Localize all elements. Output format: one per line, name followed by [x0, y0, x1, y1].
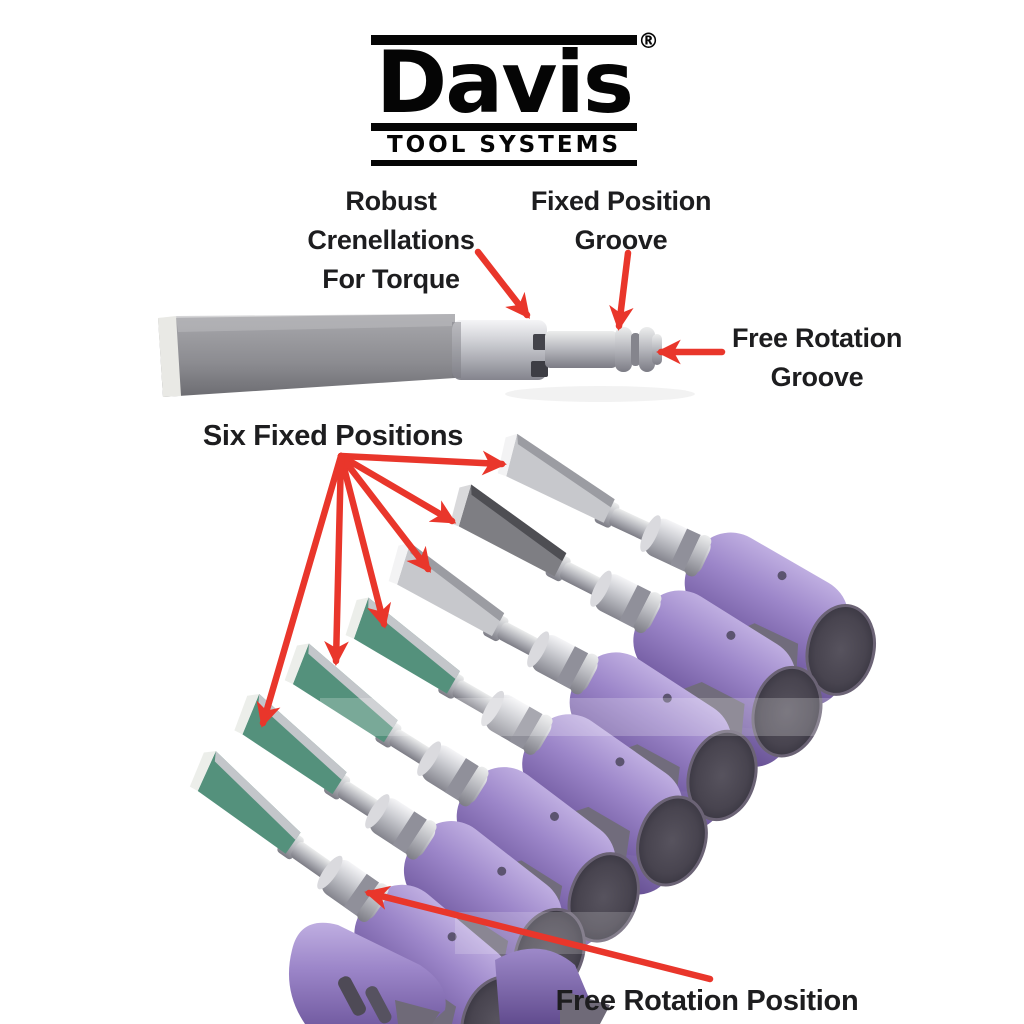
callout-arrow-2: [609, 249, 634, 331]
callout-line: For Torque: [322, 264, 460, 294]
bit-shaft: [545, 331, 617, 368]
logo-bar-middle: [371, 123, 637, 131]
free-rotation-arrow: [364, 885, 714, 983]
fan-arrow-2: [337, 452, 457, 525]
brand-tagline: TOOL SYSTEMS: [386, 132, 622, 158]
chisel-bit-diagram: [158, 314, 695, 402]
bit-ridge: [615, 327, 632, 372]
bit-cutting-edge: [158, 316, 181, 397]
registered-trademark: ®: [638, 29, 659, 53]
bit-crenellation-notch: [533, 334, 548, 350]
wash-band: [320, 698, 1024, 736]
callout-arrow-1: [474, 248, 531, 319]
fan-arrow-1: [337, 450, 507, 476]
callout-line: Free Rotation: [731, 323, 903, 353]
fan-arrow-3: [337, 452, 432, 573]
logo-bar-top: ®: [371, 29, 659, 53]
callout-line: Robust: [345, 186, 437, 216]
bit-shadow: [505, 386, 695, 402]
callout-fixed-position-groove: Fixed Position Groove: [512, 182, 730, 260]
callout-line: Groove: [770, 362, 864, 392]
callout-line: Fixed Position: [530, 186, 712, 216]
tool-handles: [288, 922, 610, 1024]
callout-free-rotation-position: Free Rotation Position: [555, 985, 859, 1017]
fan-arrow-6: [256, 452, 345, 728]
callout-free-rotation-groove: Free Rotation Groove: [708, 319, 926, 397]
bit-blade: [158, 314, 455, 397]
fan-arrow-4: [337, 452, 392, 629]
bit-ridge: [639, 327, 655, 372]
callout-six-fixed-positions: Six Fixed Positions: [202, 420, 464, 452]
logo-bar-bottom: [371, 160, 637, 166]
brand-name: Davis: [375, 33, 634, 133]
bit-crenellation-notch: [531, 361, 548, 377]
brand-logo: ® Davis TOOL SYSTEMS: [371, 29, 659, 166]
callout-crenellations: Robust Crenellations For Torque: [280, 182, 502, 299]
bit-collar: [452, 320, 547, 380]
callout-line: Crenellations: [307, 225, 475, 255]
bit-fixed-groove: [631, 333, 640, 366]
fan-arrow-5: [324, 452, 349, 666]
callout-line: Groove: [574, 225, 668, 255]
annotation-arrows: [256, 248, 726, 983]
